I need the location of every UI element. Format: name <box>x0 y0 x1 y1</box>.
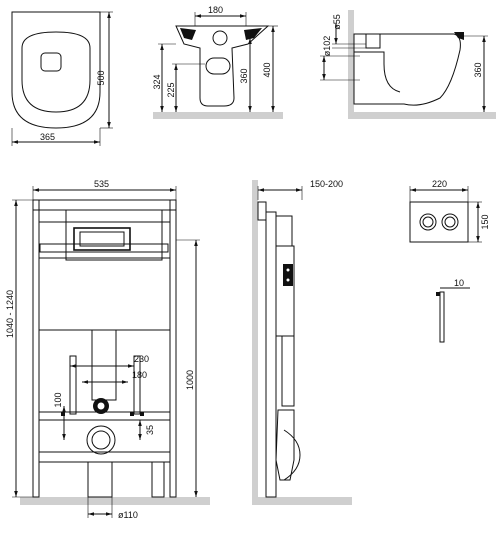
dim-frame-width: 535 <box>94 179 109 189</box>
panel-button-right <box>442 214 458 230</box>
floor-hatch-front <box>153 112 283 119</box>
dim-side-h: 360 <box>473 62 483 77</box>
dim-frame-d4: 35 <box>145 425 155 435</box>
wall-hatch-frame <box>252 180 258 505</box>
dim-frame-h2: 1000 <box>185 370 195 390</box>
dim-front-h1: 324 <box>152 74 162 89</box>
panel-button-left <box>420 214 436 230</box>
dim-depth: 150-200 <box>310 179 343 189</box>
panel-outline <box>410 202 468 242</box>
dim-panel-w: 220 <box>432 179 447 189</box>
frame-side-view: 150-200 <box>252 179 352 505</box>
flush-valve-opening <box>74 228 130 250</box>
dim-bowl-width: 365 <box>40 132 55 142</box>
bowl-side-view: ø55 ø102 360 <box>320 10 496 119</box>
bowl-front-view: 180 324 225 360 400 <box>152 5 283 119</box>
wall-hatch-side <box>348 10 354 118</box>
bowl-outline <box>12 12 100 128</box>
dim-panel-h: 150 <box>480 214 490 229</box>
flush-panel: 220 150 10 <box>410 179 490 342</box>
cistern-body <box>39 258 170 330</box>
dim-panel-t: 10 <box>454 278 464 288</box>
frame-front-view: 535 1040 - 1240 1000 230 180 100 35 ø110 <box>5 179 210 520</box>
bowl-seat <box>22 32 90 112</box>
floor-hatch-frame <box>20 497 210 505</box>
dim-frame-d3: 100 <box>53 392 63 407</box>
dim-side-d1: ø55 <box>332 14 342 30</box>
front-outlet <box>206 58 230 74</box>
bowl-top-view: 500 365 <box>12 12 113 146</box>
dim-front-h3: 360 <box>239 68 249 83</box>
dim-side-d2: ø102 <box>322 36 332 57</box>
outlet-pipe-circle <box>87 426 115 454</box>
dim-frame-pipe: ø110 <box>118 510 138 520</box>
front-inlet-circle <box>213 31 227 45</box>
dim-frame-d2: 180 <box>132 370 147 380</box>
dim-bowl-length: 500 <box>96 70 106 85</box>
bowl-flush-button <box>41 53 61 71</box>
panel-side <box>440 292 444 342</box>
dim-front-h4: 400 <box>262 62 272 77</box>
dim-front-h2: 225 <box>166 82 176 97</box>
dim-frame-d1: 230 <box>134 354 149 364</box>
side-inlet <box>366 34 380 48</box>
dim-front-width: 180 <box>208 5 223 15</box>
dim-frame-height: 1040 - 1240 <box>5 290 15 338</box>
floor-hatch-side <box>348 112 496 119</box>
